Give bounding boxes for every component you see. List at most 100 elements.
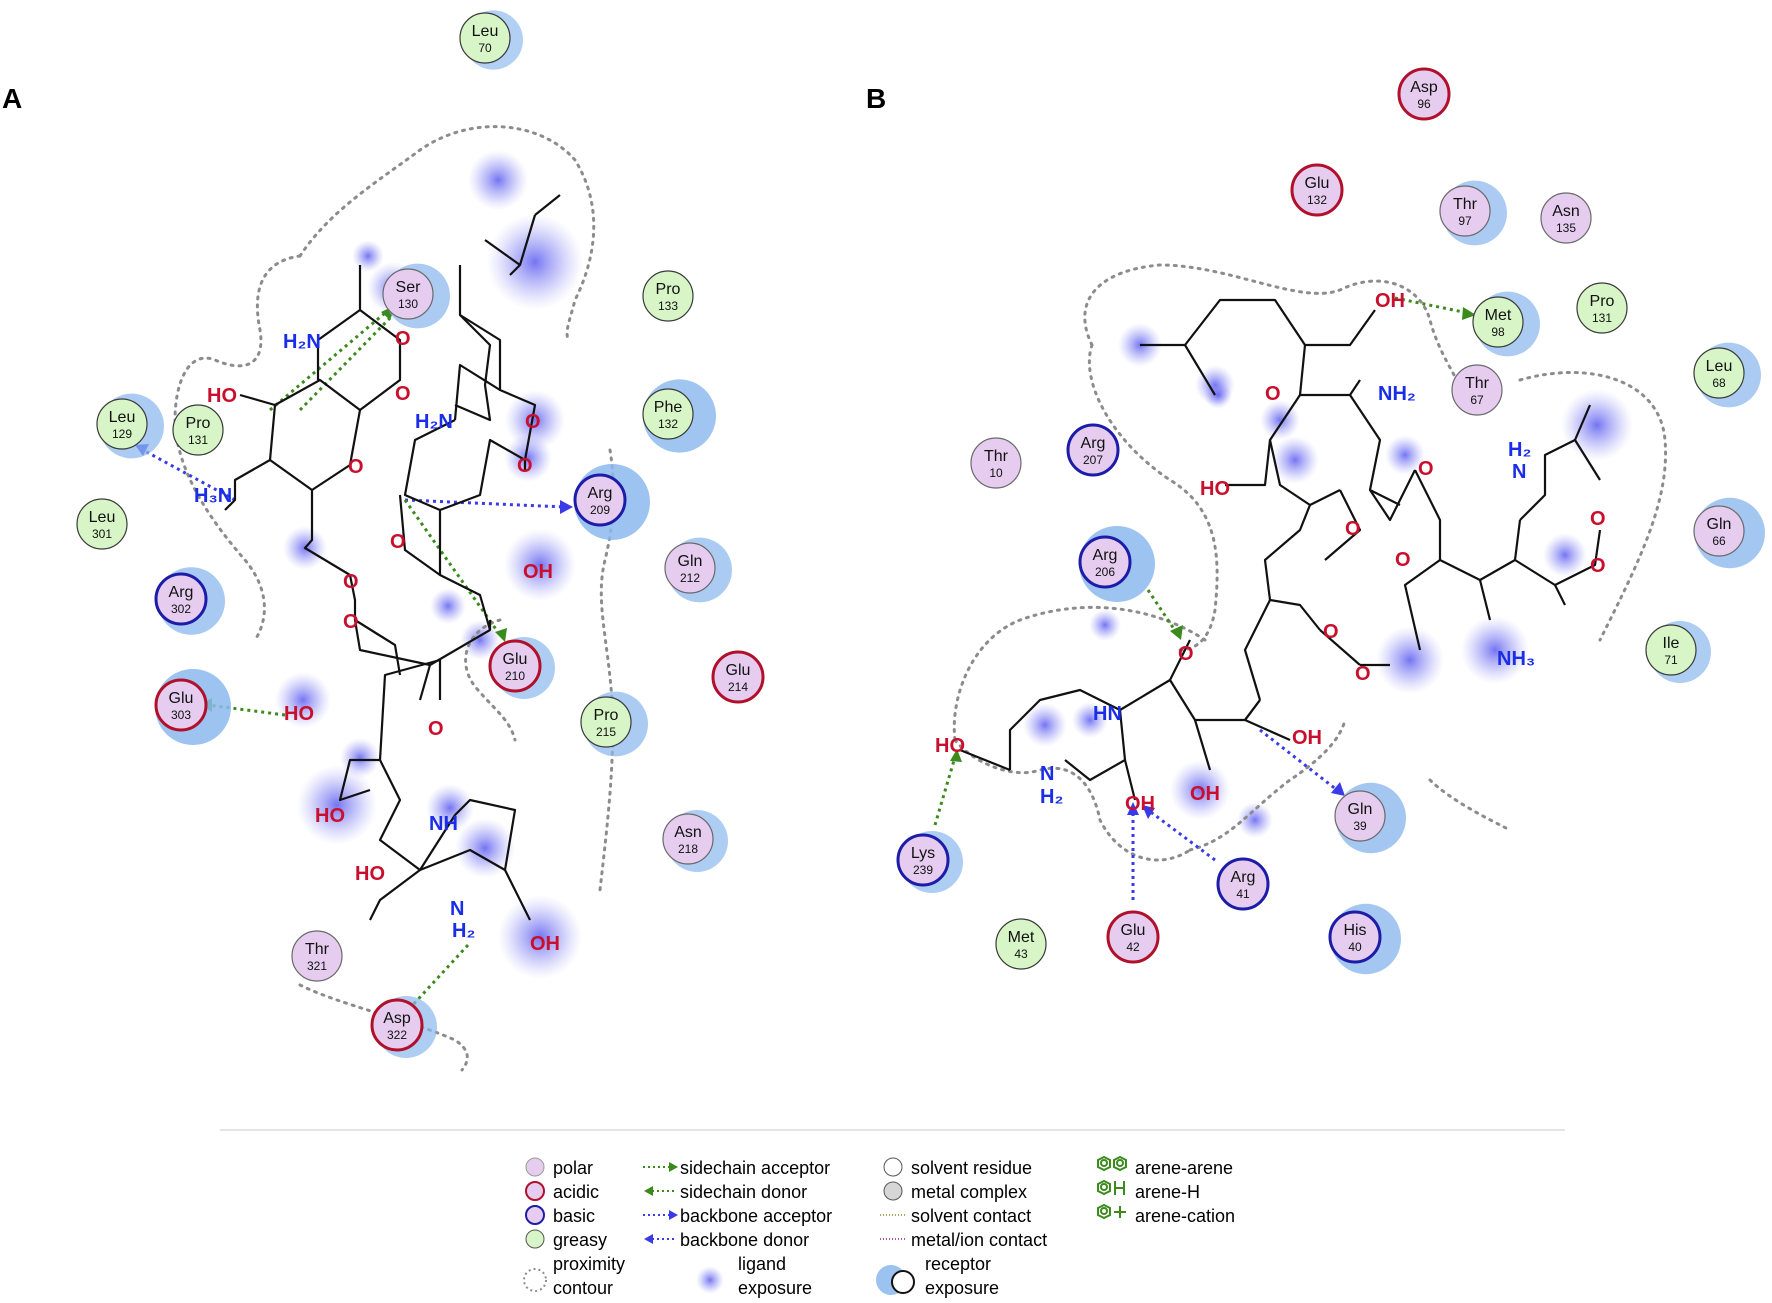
residue-number: 132 <box>1307 193 1327 207</box>
legend-metal-complex: metal complex <box>911 1182 1027 1202</box>
atom-o: O <box>1418 458 1434 480</box>
residue-disc <box>1106 910 1160 964</box>
residue-disc <box>96 398 148 450</box>
residue-number: 39 <box>1353 819 1367 833</box>
atom-ho: HO <box>284 703 314 725</box>
residue-name: Gln <box>1707 516 1732 533</box>
legend-arene-arene: arene-arene <box>1135 1158 1233 1178</box>
residue-disc <box>1439 185 1491 237</box>
residue-number: 215 <box>596 725 616 739</box>
residue-name: Phe <box>654 399 683 416</box>
arene-cation-icon <box>1097 1203 1126 1220</box>
residue-number: 66 <box>1712 534 1726 548</box>
residue-number: 67 <box>1470 393 1484 407</box>
residue-name: Ser <box>396 279 422 296</box>
residue-number: 43 <box>1014 947 1028 961</box>
residue-name: Glu <box>169 690 194 707</box>
residue-disc <box>370 998 424 1052</box>
panel-b-atom-labels: OH NH₂ O O O O O O O O O HO H₂ N NH₃ HN … <box>935 290 1606 815</box>
residue-disc <box>1066 423 1120 477</box>
panel-b-label: B <box>866 83 886 114</box>
residue-number: 96 <box>1417 97 1431 111</box>
residue-number: 239 <box>913 863 933 877</box>
legend-solvent-contact: solvent contact <box>911 1206 1031 1226</box>
panel-b-interactions <box>933 296 1469 900</box>
legend-metal-complex-swatch <box>883 1181 903 1201</box>
residue-name: Leu <box>109 409 136 426</box>
interaction-met98-sidechain <box>1394 296 1469 315</box>
residue-disc <box>459 12 511 64</box>
atom-h2: H₂ <box>1508 439 1531 461</box>
legend-basic: basic <box>553 1206 595 1226</box>
residue-number: 98 <box>1491 325 1505 339</box>
panel-b-ligand-exposure <box>1023 323 1633 838</box>
residue-name: Thr <box>1465 375 1490 392</box>
legend-sidechain-acceptor: sidechain acceptor <box>680 1158 830 1178</box>
residue-number: 321 <box>307 959 327 973</box>
atom-h3n: H₃N <box>194 485 232 507</box>
residue-name: Pro <box>186 415 211 432</box>
legend-polar: polar <box>553 1158 593 1178</box>
atom-hn: HN <box>1093 703 1122 725</box>
residue-number: 68 <box>1712 376 1726 390</box>
residue-disc <box>711 650 765 704</box>
atom-h2n-mid: H₂N <box>415 411 453 433</box>
residue-disc <box>995 918 1047 970</box>
residue-number: 129 <box>112 427 132 441</box>
residue-number: 301 <box>92 527 112 541</box>
residue-name: Glu <box>726 662 751 679</box>
residue-disc <box>970 437 1022 489</box>
legend-backbone-acceptor: backbone acceptor <box>680 1206 832 1226</box>
residue-number: 302 <box>171 602 191 616</box>
atom-nh3: NH₃ <box>1497 648 1535 670</box>
atom-n: N <box>1512 461 1526 483</box>
residue-disc <box>1540 192 1592 244</box>
residue-name: Thr <box>1453 196 1478 213</box>
atom-o: O <box>343 611 359 633</box>
residue-disc <box>642 388 694 440</box>
atom-o: O <box>395 383 411 405</box>
residue-disc <box>1645 624 1697 676</box>
atom-ho: HO <box>207 385 237 407</box>
legend-basic-swatch <box>525 1205 545 1225</box>
panel-b-arrowheads <box>950 307 1476 819</box>
legend-ligand-exposure: exposure <box>738 1278 812 1298</box>
legend-solvent-residue: solvent residue <box>911 1158 1032 1178</box>
panel-a: HO H₂N H₃N H₂N O O O O O O O O O OH HO H… <box>135 125 615 1072</box>
interaction-gln39-backbone <box>1259 728 1338 792</box>
interaction-arg206-sidechain <box>1146 589 1178 633</box>
residue-number: 210 <box>505 669 525 683</box>
residue-name: Arg <box>1231 869 1256 886</box>
panel-b-ligand-bonds <box>959 298 1602 801</box>
legend-arene-cation: arene-cation <box>1135 1206 1235 1226</box>
atom-h2: H₂ <box>452 920 475 942</box>
atom-ho: HO <box>355 863 385 885</box>
atom-oh: OH <box>1292 727 1322 749</box>
residue-number: 218 <box>678 842 698 856</box>
residue-disc <box>1216 857 1270 911</box>
atom-nh: NH <box>429 813 458 835</box>
interaction-arg209-backbone <box>404 498 566 509</box>
residue-name: Thr <box>984 448 1009 465</box>
residue-disc <box>1451 364 1503 416</box>
residue-name: Glu <box>503 651 528 668</box>
residue-name: Pro <box>1590 293 1615 310</box>
residue-number: 130 <box>398 297 418 311</box>
atom-nh2: NH₂ <box>1378 383 1416 405</box>
residue-name: Leu <box>1706 358 1733 375</box>
residue-name: Thr <box>305 941 330 958</box>
residue-disc <box>1290 163 1344 217</box>
residue-name: Asp <box>1410 79 1438 96</box>
